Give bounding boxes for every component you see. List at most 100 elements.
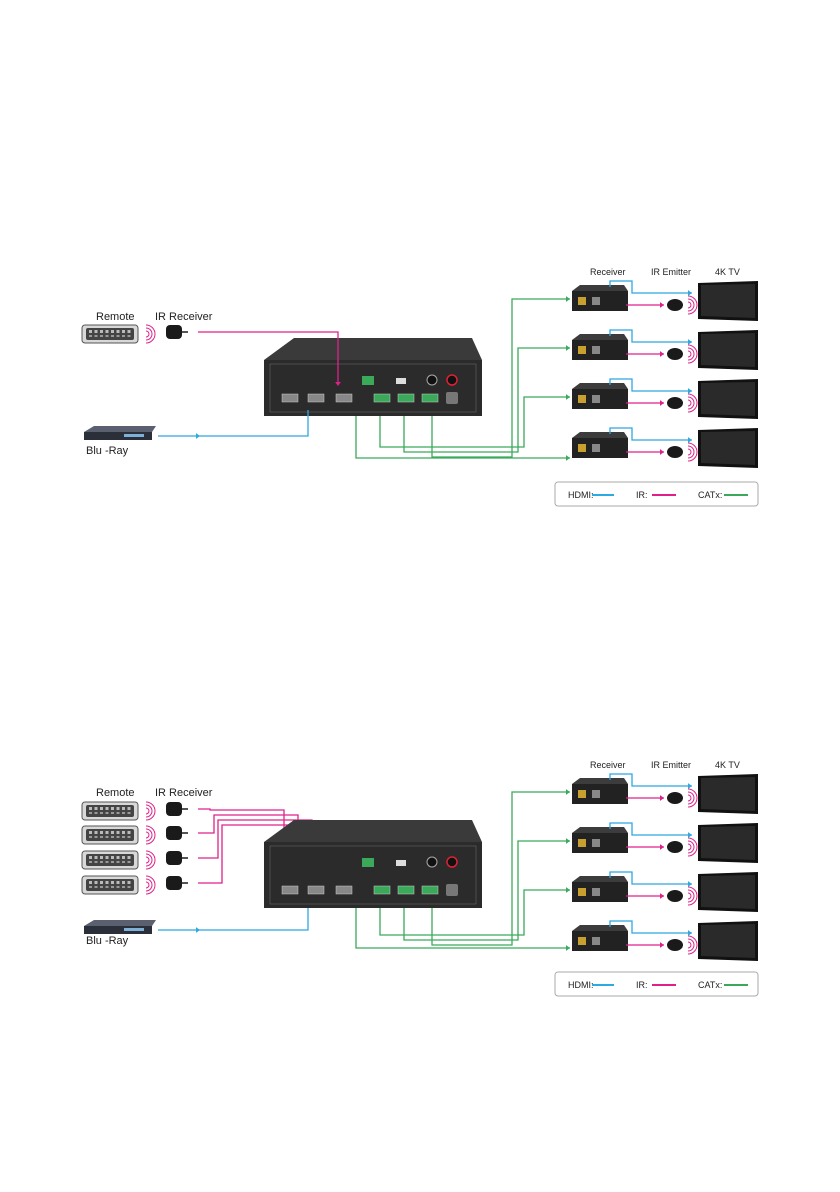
bluray-player-icon bbox=[84, 920, 156, 934]
arrowhead bbox=[688, 290, 692, 296]
receiver-box-icon bbox=[572, 827, 628, 853]
ir-emitter-icon bbox=[667, 792, 683, 804]
connection-diagram-multi-ir: Remote IR Receiver Blu -Ray Receiver IR … bbox=[0, 750, 840, 1050]
ir-emitter-icon bbox=[667, 841, 683, 853]
ir-receiver-icon bbox=[166, 851, 188, 865]
arrowhead bbox=[688, 388, 692, 394]
ir-wave-icon bbox=[688, 443, 697, 461]
remote-label: Remote bbox=[96, 787, 135, 799]
tv-display-icon bbox=[698, 379, 758, 419]
legend: HDMI: IR: CATx: bbox=[555, 972, 758, 996]
tv-display-icon bbox=[698, 281, 758, 321]
hdbaset-switcher-icon bbox=[264, 338, 482, 416]
legend-catx-label: CATx: bbox=[698, 490, 722, 500]
arrowhead bbox=[566, 945, 570, 951]
ir-wave-icon bbox=[688, 394, 697, 412]
arrowhead bbox=[660, 795, 664, 801]
remote-control-icon bbox=[82, 325, 138, 343]
remote-control-icon bbox=[82, 851, 138, 869]
ir-receiver-icon bbox=[166, 826, 188, 840]
diagram-svg: Remote IR Receiver Blu -Ray Receiver IR … bbox=[0, 750, 840, 1050]
ir-wave-icon bbox=[688, 296, 697, 314]
hdbaset-switcher-icon bbox=[264, 820, 482, 908]
arrowhead bbox=[660, 302, 664, 308]
arrowhead bbox=[688, 832, 692, 838]
ir-receiver-icon bbox=[166, 802, 188, 816]
remote-control-icon bbox=[82, 802, 138, 820]
source-label: Blu -Ray bbox=[86, 935, 129, 947]
arrowhead bbox=[566, 887, 570, 893]
ir-wave-icon bbox=[146, 325, 155, 343]
arrowhead bbox=[660, 844, 664, 850]
tv-display-icon bbox=[698, 872, 758, 912]
legend-ir-label: IR: bbox=[636, 980, 648, 990]
ir-wave-icon bbox=[146, 851, 155, 869]
ir-emitter-icon bbox=[667, 397, 683, 409]
bluray-player-icon bbox=[84, 426, 156, 440]
arrowhead bbox=[660, 351, 664, 357]
receiver-box-icon bbox=[572, 925, 628, 951]
ir-wave-icon bbox=[688, 789, 697, 807]
legend: HDMI: IR: CATx: bbox=[555, 482, 758, 506]
ir-emitter-icon bbox=[667, 890, 683, 902]
arrowhead bbox=[566, 394, 570, 400]
tv-display-icon bbox=[698, 428, 758, 468]
arrowhead bbox=[688, 437, 692, 443]
arrowhead bbox=[566, 296, 570, 302]
ir-wave-icon bbox=[688, 936, 697, 954]
receiver-column-label: Receiver bbox=[590, 760, 626, 770]
receiver-box-icon bbox=[572, 285, 628, 311]
arrowhead bbox=[566, 345, 570, 351]
receiver-column-label: Receiver bbox=[590, 267, 626, 277]
arrowhead bbox=[566, 838, 570, 844]
remote-control-icon bbox=[82, 876, 138, 894]
arrowhead bbox=[688, 339, 692, 345]
ir-emitter-icon bbox=[667, 299, 683, 311]
ir-wave-icon bbox=[146, 802, 155, 820]
ir-emitter-column-label: IR Emitter bbox=[651, 760, 691, 770]
ir-receiver-icon bbox=[166, 876, 188, 890]
tv-display-icon bbox=[698, 330, 758, 370]
catx-link bbox=[356, 908, 570, 948]
ir-wave-icon bbox=[688, 887, 697, 905]
arrowhead bbox=[566, 789, 570, 795]
arrowhead bbox=[566, 455, 570, 461]
remote-label: Remote bbox=[96, 311, 135, 323]
legend-hdmi-label: HDMI: bbox=[568, 980, 594, 990]
ir-wave-icon bbox=[146, 826, 155, 844]
ir-emitter-column-label: IR Emitter bbox=[651, 267, 691, 277]
connection-diagram-single-ir: Remote IR Receiver Blu -Ray Receiver IR … bbox=[0, 250, 840, 550]
remote-control-icon bbox=[82, 826, 138, 844]
ir-wave-icon bbox=[688, 345, 697, 363]
arrowhead bbox=[688, 783, 692, 789]
arrowhead bbox=[196, 927, 200, 933]
diagram-svg: Remote IR Receiver Blu -Ray Receiver IR … bbox=[0, 250, 840, 550]
ir-wave-icon bbox=[146, 876, 155, 894]
tv-display-icon bbox=[698, 823, 758, 863]
tv-display-icon bbox=[698, 774, 758, 814]
receiver-box-icon bbox=[572, 778, 628, 804]
receiver-box-icon bbox=[572, 383, 628, 409]
ir-receiver-label: IR Receiver bbox=[155, 311, 213, 323]
arrowhead bbox=[660, 893, 664, 899]
tv-display-icon bbox=[698, 921, 758, 961]
hdmi-link bbox=[158, 908, 308, 930]
display-column-label: 4K TV bbox=[715, 267, 740, 277]
arrowhead bbox=[688, 881, 692, 887]
source-label: Blu -Ray bbox=[86, 445, 129, 457]
receiver-box-icon bbox=[572, 876, 628, 902]
arrowhead bbox=[688, 930, 692, 936]
ir-emitter-icon bbox=[667, 939, 683, 951]
receiver-box-icon bbox=[572, 432, 628, 458]
ir-emitter-icon bbox=[667, 348, 683, 360]
legend-catx-label: CATx: bbox=[698, 980, 722, 990]
legend-ir-label: IR: bbox=[636, 490, 648, 500]
arrowhead bbox=[196, 433, 200, 439]
ir-receiver-label: IR Receiver bbox=[155, 787, 213, 799]
arrowhead bbox=[660, 400, 664, 406]
display-column-label: 4K TV bbox=[715, 760, 740, 770]
arrowhead bbox=[660, 449, 664, 455]
ir-emitter-icon bbox=[667, 446, 683, 458]
ir-receiver-icon bbox=[166, 325, 188, 339]
arrowhead bbox=[660, 942, 664, 948]
